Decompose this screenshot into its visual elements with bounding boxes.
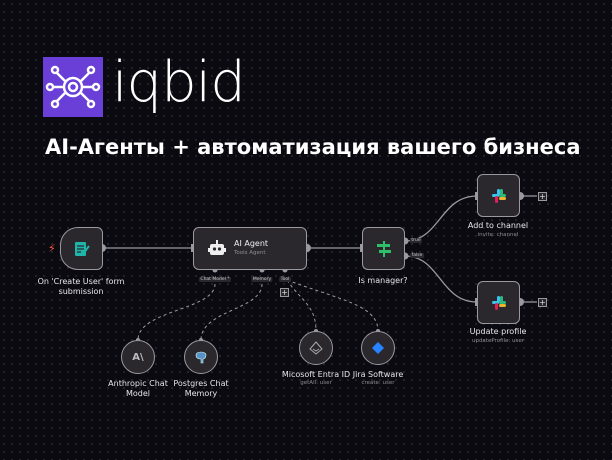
connection-tool-jira <box>286 279 379 332</box>
anthropic-icon: A\ <box>132 351 144 363</box>
postgres-label-1: Postgres Chat <box>173 379 229 388</box>
add-channel-label: Add to channel <box>467 221 529 230</box>
page-title: AI-Агенты + автоматизация вашего бизнеса <box>45 135 581 159</box>
node-anthropic[interactable]: A\ <box>121 340 155 374</box>
add-after-profile-button[interactable]: + <box>538 298 547 307</box>
node-postgres[interactable] <box>184 340 218 374</box>
form-icon <box>74 241 90 256</box>
slack-icon <box>491 188 506 203</box>
node-ai-agent[interactable]: AI Agent Tools Agent <box>193 227 307 270</box>
output-true: true <box>409 238 423 243</box>
update-profile-sub: updateProfile: user <box>471 338 525 344</box>
node-entra[interactable] <box>299 331 333 365</box>
update-profile-label: Update profile <box>469 327 527 336</box>
output-false: false <box>410 253 424 258</box>
if-label: Is manager? <box>358 276 408 285</box>
lightning-icon: ⚡ <box>48 242 56 255</box>
agent-subtitle: Tools Agent <box>234 250 266 256</box>
port-tool[interactable]: Tool <box>279 277 291 282</box>
brand-name: iqbid <box>112 50 246 115</box>
connection-false <box>404 255 478 303</box>
anthropic-label-2: Model <box>125 389 151 398</box>
add-after-channel-button[interactable]: + <box>538 192 547 201</box>
add-tool-button[interactable]: + <box>280 288 289 297</box>
brand-logo <box>43 57 103 117</box>
postgres-elephant-icon <box>195 351 207 364</box>
trigger-label-line1: On 'Create User' form <box>37 277 125 286</box>
entra-label: Micosoft Entra ID <box>281 370 351 379</box>
anthropic-label-1: Anthropic Chat <box>108 379 168 388</box>
agent-title: AI Agent <box>234 239 269 248</box>
signpost-icon <box>376 240 391 257</box>
node-is-manager[interactable] <box>362 227 405 270</box>
network-hub-icon <box>45 65 101 109</box>
jira-sub: create: user <box>361 380 395 386</box>
node-add-to-channel[interactable] <box>477 174 520 217</box>
node-form-trigger[interactable] <box>60 227 103 270</box>
node-jira[interactable] <box>361 331 395 365</box>
entra-icon <box>309 341 323 355</box>
jira-label: Jira Software <box>352 370 404 379</box>
port-memory[interactable]: Memory <box>251 277 273 282</box>
jira-icon <box>372 342 384 354</box>
port-chat-model[interactable]: Chat Model * <box>198 277 232 282</box>
trigger-label-line2: submission <box>58 287 104 296</box>
node-update-profile[interactable] <box>477 281 520 324</box>
connection-true <box>404 195 478 242</box>
connection-chat-model <box>137 283 216 341</box>
robot-icon <box>208 240 226 256</box>
connection-memory <box>200 283 263 341</box>
postgres-label-2: Memory <box>184 389 218 398</box>
entra-sub: getAll: user <box>300 380 332 386</box>
connection-tool-entra <box>286 279 317 332</box>
add-channel-sub: invite: channel <box>477 232 519 238</box>
slack-icon <box>491 295 506 310</box>
